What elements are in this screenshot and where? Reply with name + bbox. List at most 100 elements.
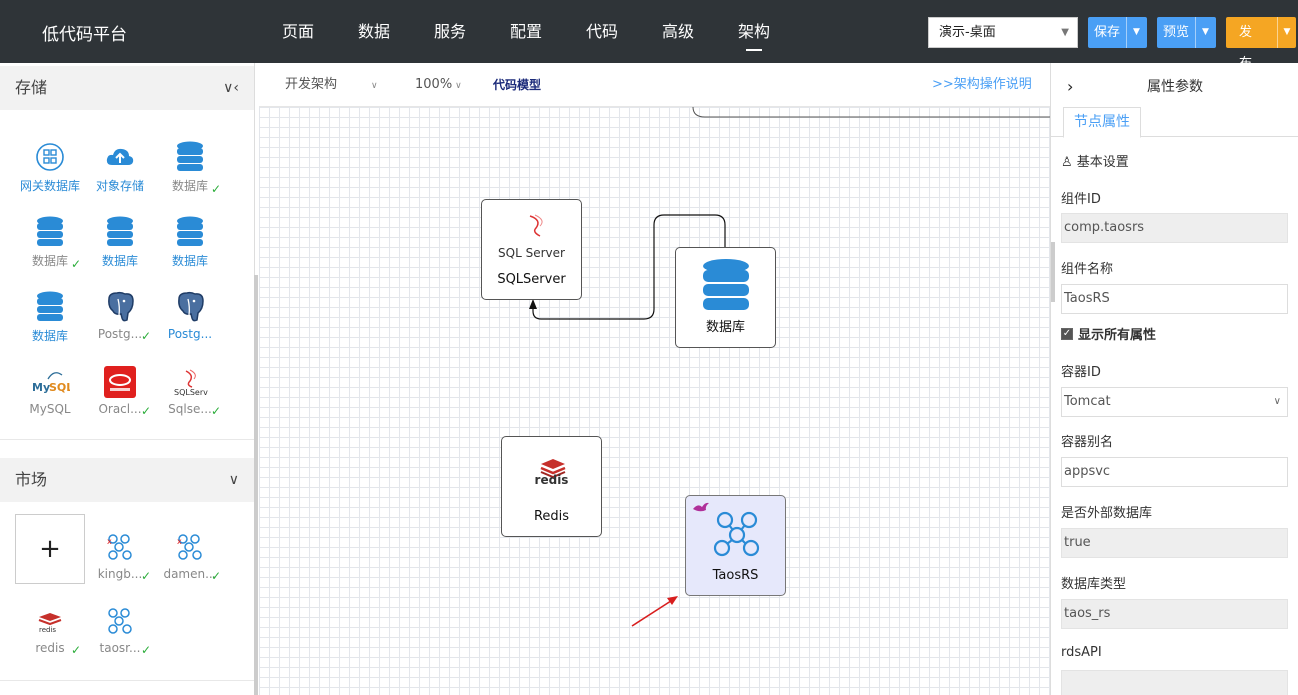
svg-text:SQL: SQL bbox=[49, 381, 70, 394]
save-dropdown-icon[interactable]: ▼ bbox=[1126, 17, 1146, 48]
architecture-canvas[interactable]: SQL Server SQLServer 数据库 redis Redis Tao… bbox=[259, 107, 1050, 695]
properties-header: › 属性参数 bbox=[1051, 63, 1298, 107]
save-label: 保存 bbox=[1094, 25, 1121, 40]
comp-id-field: comp.taosrs bbox=[1061, 213, 1288, 243]
canvas-toolbar: 开发架构∨ 100%∨ 代码模型 >>架构操作说明 bbox=[259, 63, 1050, 107]
env-select-value: 演示-桌面 bbox=[939, 25, 996, 40]
external-db-field: true bbox=[1061, 528, 1288, 558]
section-divider bbox=[0, 439, 254, 440]
component-mysql[interactable]: MySQL MySQL bbox=[13, 364, 87, 416]
component-label: taosr... bbox=[99, 641, 141, 655]
preview-label: 预览 bbox=[1163, 25, 1190, 40]
nav-code[interactable]: 代码 bbox=[585, 22, 618, 41]
component-label: 数据库 bbox=[101, 254, 138, 268]
gateway-db-icon bbox=[13, 139, 87, 175]
preview-button[interactable]: 预览 ▼ bbox=[1157, 17, 1216, 48]
component-kingbase[interactable]: x kingb... ✓ bbox=[83, 529, 157, 583]
component-oracle[interactable]: Oracl... ✓ bbox=[83, 364, 157, 418]
component-database[interactable]: 数据库 bbox=[13, 289, 87, 344]
db-type-field: taos_rs bbox=[1061, 599, 1288, 629]
component-gateway-db[interactable]: 网关数据库 bbox=[13, 139, 87, 194]
chevron-down-icon: ∨ bbox=[455, 81, 462, 91]
component-label: 对象存储 bbox=[95, 179, 144, 193]
publish-label: 发布 bbox=[1239, 25, 1253, 71]
component-database[interactable]: 数据库 ✓ bbox=[153, 139, 227, 196]
checkbox-checked-icon[interactable]: ✓ bbox=[1061, 327, 1073, 340]
publish-button[interactable]: 发布 ▼ bbox=[1226, 17, 1296, 71]
component-sqlserver[interactable]: SQLServer Sqlse... ✓ bbox=[153, 364, 227, 418]
node-taosrs[interactable]: TaosRS bbox=[685, 495, 786, 596]
component-database[interactable]: 数据库 bbox=[153, 214, 227, 269]
show-all-checkbox[interactable]: ✓ 显示所有属性 bbox=[1061, 324, 1156, 343]
component-label: Oracl... bbox=[98, 402, 142, 416]
component-redis[interactable]: redis redis ✓ bbox=[13, 603, 87, 657]
show-all-label: 显示所有属性 bbox=[1078, 328, 1157, 343]
sqlserver-logo-text: SQL Server bbox=[498, 246, 565, 260]
component-label: MySQL bbox=[29, 402, 71, 416]
comp-name-label: 组件名称 bbox=[1061, 262, 1114, 277]
pointer-arrow-icon bbox=[631, 598, 675, 627]
node-database[interactable]: 数据库 bbox=[675, 247, 776, 348]
comp-name-field[interactable]: TaosRS bbox=[1061, 284, 1288, 314]
save-button[interactable]: 保存 ▼ bbox=[1088, 17, 1147, 48]
component-label: 数据库 bbox=[31, 254, 68, 268]
nav-page[interactable]: 页面 bbox=[281, 22, 314, 41]
chevron-down-icon: ∨ bbox=[1273, 396, 1281, 407]
app-title: 低代码平台 bbox=[42, 25, 127, 45]
oracle-icon bbox=[83, 364, 157, 400]
nav-config[interactable]: 配置 bbox=[509, 22, 542, 41]
component-postgres[interactable]: Postg... ✓ bbox=[83, 289, 157, 343]
node-redis[interactable]: redis Redis bbox=[501, 436, 602, 537]
container-alias-field[interactable]: appsvc bbox=[1061, 457, 1288, 487]
component-database[interactable]: 数据库 bbox=[83, 214, 157, 269]
cluster-icon bbox=[711, 509, 763, 565]
redis-icon: redis bbox=[13, 603, 87, 639]
chevron-right-icon[interactable]: › bbox=[1067, 77, 1074, 96]
database-icon bbox=[13, 214, 87, 250]
component-dameng[interactable]: x damen... ✓ bbox=[153, 529, 227, 583]
component-label: damen... bbox=[163, 567, 217, 581]
comp-id-label: 组件ID bbox=[1061, 192, 1101, 207]
nav-data[interactable]: 数据 bbox=[357, 22, 390, 41]
architecture-help-link[interactable]: >>架构操作说明 bbox=[932, 77, 1032, 92]
zoom-select[interactable]: 100%∨ bbox=[415, 63, 462, 108]
tab-node-properties[interactable]: 节点属性 bbox=[1063, 107, 1141, 138]
component-object-storage[interactable]: 对象存储 bbox=[83, 139, 157, 194]
properties-scrollbar[interactable] bbox=[1051, 242, 1055, 302]
rds-api-label: rdsAPI bbox=[1061, 645, 1102, 660]
redis-logo-icon bbox=[538, 457, 568, 483]
external-db-label: 是否外部数据库 bbox=[1061, 506, 1153, 521]
component-postgres[interactable]: Postg... bbox=[153, 289, 227, 341]
node-sqlserver[interactable]: SQL Server SQLServer bbox=[481, 199, 582, 300]
env-select[interactable]: 演示-桌面 ▼ bbox=[928, 17, 1078, 48]
chevron-down-icon[interactable]: ∨ bbox=[228, 472, 239, 488]
component-taosrs[interactable]: taosr... ✓ bbox=[83, 603, 157, 657]
check-icon: ✓ bbox=[140, 329, 151, 343]
nav-advanced[interactable]: 高级 bbox=[661, 22, 694, 41]
check-icon: ✓ bbox=[140, 404, 151, 418]
database-icon bbox=[153, 214, 227, 250]
add-component-button[interactable]: + bbox=[15, 514, 85, 584]
mode-select[interactable]: 开发架构∨ bbox=[285, 63, 378, 108]
database-icon bbox=[153, 139, 227, 175]
container-id-select[interactable]: Tomcat ∨ bbox=[1061, 387, 1288, 417]
market-section-header[interactable]: 市场 ∨ bbox=[0, 458, 254, 502]
connection-line bbox=[692, 107, 1050, 118]
top-bar: 低代码平台 页面 数据 服务 配置 代码 高级 架构 演示-桌面 ▼ 保存 ▼ … bbox=[0, 0, 1298, 71]
chevron-down-icon: ∨ bbox=[371, 81, 378, 91]
container-alias-label: 容器别名 bbox=[1061, 435, 1114, 450]
check-icon: ✓ bbox=[70, 643, 81, 657]
nav-architecture[interactable]: 架构 bbox=[716, 0, 792, 63]
left-scrollbar[interactable] bbox=[254, 275, 258, 695]
preview-dropdown-icon[interactable]: ▼ bbox=[1195, 17, 1215, 48]
chevron-down-icon: ▼ bbox=[1061, 27, 1069, 38]
component-database[interactable]: 数据库 ✓ bbox=[13, 214, 87, 271]
publish-dropdown-icon[interactable]: ▼ bbox=[1276, 17, 1296, 48]
collapse-icon[interactable]: ∨‹ bbox=[223, 80, 239, 96]
nav-service[interactable]: 服务 bbox=[433, 22, 466, 41]
storage-section-header[interactable]: 存储 ∨‹ bbox=[0, 66, 254, 110]
code-model-link[interactable]: 代码模型 bbox=[493, 78, 542, 92]
main-nav: 页面 数据 服务 配置 代码 高级 架构 bbox=[260, 0, 792, 63]
redis-logo-text: redis bbox=[534, 473, 569, 487]
db-type-label: 数据库类型 bbox=[1061, 577, 1127, 592]
